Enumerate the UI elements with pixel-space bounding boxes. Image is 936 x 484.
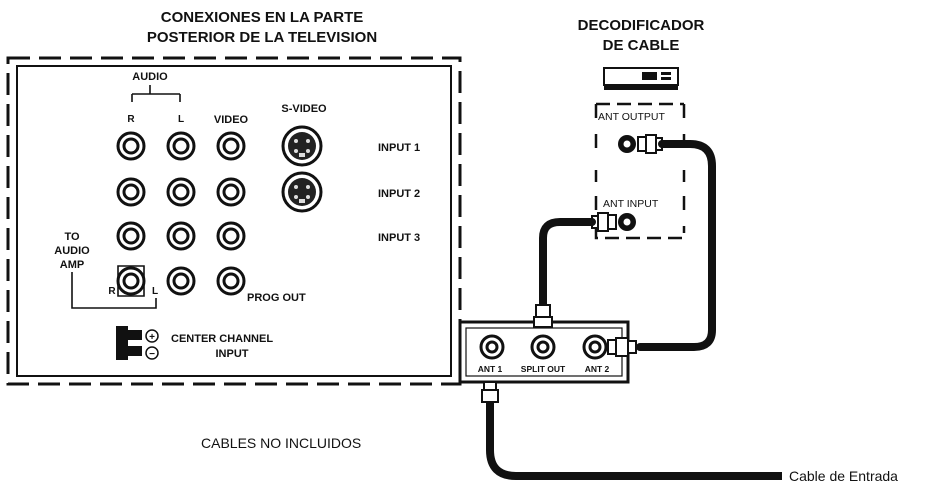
input1-label: INPUT 1 [378,142,420,154]
to-audio-amp-line3: AMP [60,259,84,271]
ant1-connector [481,381,499,403]
amp-r-frame [117,265,145,297]
audio-label: AUDIO [132,71,168,83]
audio-l-label: L [178,114,184,125]
jack-input3-audio-l[interactable] [166,221,196,251]
cables-not-included: CABLES NO INCLUIDOS [201,435,361,451]
jack-input2-svideo[interactable] [281,171,323,213]
decoder-title-line2: DE CABLE [603,37,680,54]
video-label: VIDEO [214,114,249,126]
cable-decoder-to-ant2[interactable] [636,140,716,351]
jack-input2-audio-r[interactable] [116,177,146,207]
cable-entrada-label: Cable de Entrada [789,468,898,484]
amp-r-label: R [108,286,116,297]
jack-input1-svideo[interactable] [281,125,323,167]
input2-label: INPUT 2 [378,188,420,200]
cable-split-to-decoder[interactable] [539,218,596,309]
tv-panel [6,56,462,386]
split-out-connector [533,304,553,328]
split-out-label: SPLIT OUT [521,364,566,374]
input3-label: INPUT 3 [378,232,420,244]
ant-output-label: ANT OUTPUT [598,111,665,123]
decoder-ant-output-jack[interactable] [618,134,663,154]
cable-box-icon [603,67,679,90]
minus-icon [145,346,159,360]
audio-r-label: R [127,114,135,125]
center-channel-line1: CENTER CHANNEL [171,333,273,345]
amp-l-label: L [152,286,158,297]
prog-out-label: PROG OUT [247,292,306,304]
plus-icon [145,329,159,343]
jack-input1-audio-r[interactable] [116,131,146,161]
jack-input3-audio-r[interactable] [116,221,146,251]
ant1-label: ANT 1 [478,364,503,374]
ant2-label: ANT 2 [585,364,610,374]
svideo-label: S-VIDEO [281,103,327,115]
minus-symbol: − [149,349,155,360]
decoder-ant-input-jack[interactable] [591,212,636,232]
center-channel-line2: INPUT [216,348,249,360]
jack-input3-video[interactable] [216,221,246,251]
jack-input2-video[interactable] [216,177,246,207]
splitter-ant2-jack[interactable] [582,334,608,360]
to-audio-amp-line1: TO [64,231,80,243]
jack-amp-r[interactable] [116,266,146,296]
jack-input1-audio-l[interactable] [166,131,196,161]
center-channel-terminal[interactable] [116,326,142,360]
jack-prog-out[interactable] [216,266,246,296]
ant2-connector [607,337,637,357]
amp-bracket [71,272,157,309]
tv-title-line1: CONEXIONES EN LA PARTE [161,9,364,26]
jack-input1-video[interactable] [216,131,246,161]
decoder-title-line1: DECODIFICADOR [578,17,705,34]
ant-input-label: ANT INPUT [603,198,659,210]
jack-amp-l[interactable] [166,266,196,296]
splitter-split-out-jack[interactable] [530,334,556,360]
to-audio-amp-line2: AUDIO [54,245,90,257]
splitter-ant1-jack[interactable] [479,334,505,360]
jack-input2-audio-l[interactable] [166,177,196,207]
plus-symbol: + [149,332,155,343]
cable-input[interactable] [486,402,782,480]
audio-bracket [131,85,181,102]
tv-title-line2: POSTERIOR DE LA TELEVISION [147,29,377,46]
